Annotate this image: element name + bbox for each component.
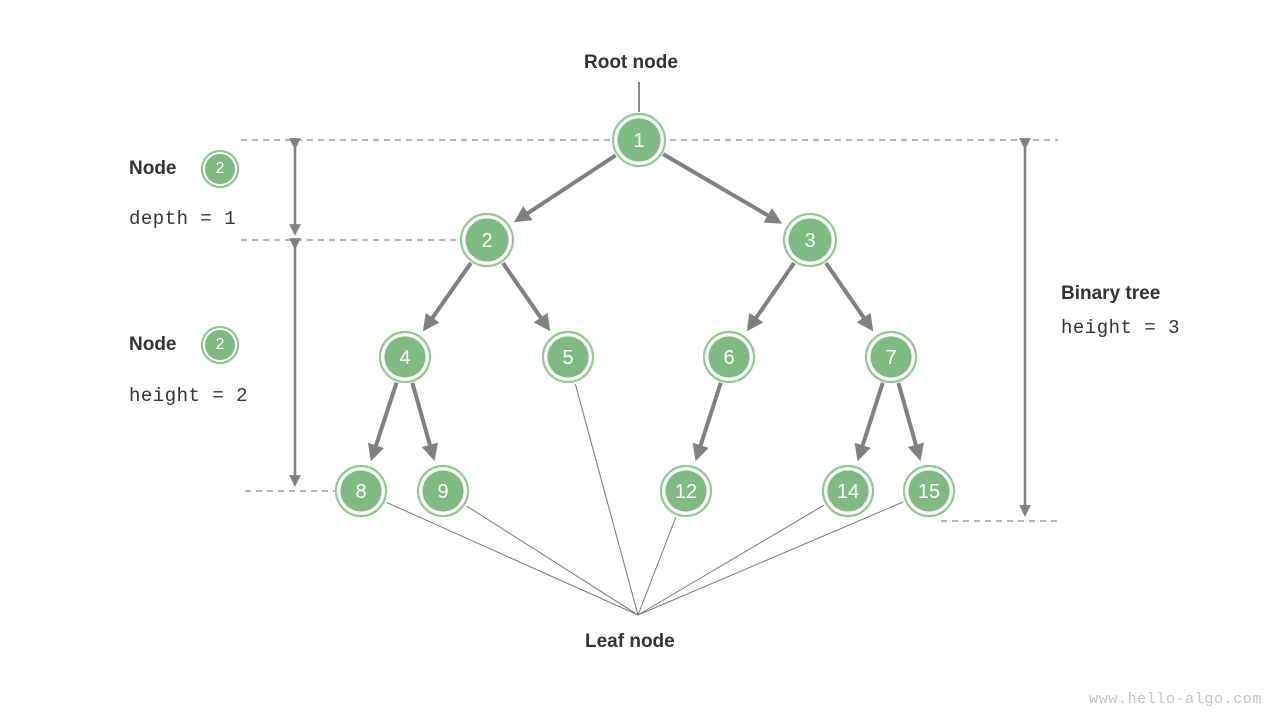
edge-1-to-2 bbox=[513, 153, 617, 223]
edge-7-to-14 bbox=[854, 382, 885, 462]
node-value-3: 3 bbox=[804, 230, 815, 252]
node-depth-label: Node bbox=[129, 158, 177, 179]
node-value-1: 1 bbox=[633, 130, 644, 152]
edge-2-to-4 bbox=[422, 261, 473, 332]
leaf-line-12 bbox=[637, 516, 677, 616]
tree-node-5[interactable]: 5 bbox=[541, 330, 595, 384]
node-fill-2 bbox=[465, 218, 509, 262]
node-fill-12 bbox=[665, 470, 707, 512]
node-value-4: 4 bbox=[399, 347, 410, 369]
tree-node-15[interactable]: 15 bbox=[902, 464, 956, 518]
edge-7-to-15 bbox=[896, 382, 924, 461]
leaf-node-label: Leaf node bbox=[585, 631, 675, 652]
root-node-label: Root node bbox=[584, 52, 678, 73]
node-depth-detail: depth = 1 bbox=[129, 208, 237, 230]
node-value-5: 5 bbox=[562, 347, 573, 369]
node-value-12: 12 bbox=[675, 481, 697, 503]
node-depth-chip: 2 bbox=[203, 152, 237, 186]
leaf-line-15 bbox=[637, 501, 904, 616]
leaf-line-9 bbox=[466, 505, 639, 616]
edge-4-to-8 bbox=[367, 382, 399, 462]
node-value-8: 8 bbox=[355, 481, 366, 503]
node-fill-4 bbox=[384, 336, 426, 378]
edge-3-to-6 bbox=[746, 261, 796, 332]
leaf-line-5 bbox=[574, 383, 639, 616]
node-fill-14 bbox=[827, 470, 869, 512]
node-height-chip: 2 bbox=[203, 328, 237, 362]
leaf-line-14 bbox=[637, 504, 825, 616]
tree-node-7[interactable]: 7 bbox=[864, 330, 918, 384]
node-value-2: 2 bbox=[481, 230, 492, 252]
tree-node-1[interactable]: 1 bbox=[611, 112, 667, 168]
node-value-6: 6 bbox=[723, 347, 734, 369]
tree-height-label: Binary tree bbox=[1061, 283, 1161, 304]
tree-node-3[interactable]: 3 bbox=[782, 212, 838, 268]
edge-6-to-12 bbox=[692, 382, 723, 462]
node-fill-1 bbox=[617, 118, 661, 162]
tree-node-2[interactable]: 2 bbox=[459, 212, 515, 268]
guide-dashed-lines bbox=[241, 139, 1058, 522]
tree-height-detail: height = 3 bbox=[1061, 317, 1181, 339]
tree-node-4[interactable]: 4 bbox=[378, 330, 432, 384]
leaf-convergence-lines bbox=[386, 383, 904, 616]
node-height-detail: height = 2 bbox=[129, 385, 249, 407]
tree-node-6[interactable]: 6 bbox=[702, 330, 756, 384]
node-value-7: 7 bbox=[885, 347, 896, 369]
tree-node-14[interactable]: 14 bbox=[821, 464, 875, 518]
node-fill-9 bbox=[422, 470, 464, 512]
edge-2-to-5 bbox=[501, 261, 551, 332]
dimension-arrows bbox=[289, 138, 1031, 517]
leaf-line-8 bbox=[386, 501, 639, 616]
node-fill-6 bbox=[708, 336, 750, 378]
node-fill-7 bbox=[870, 336, 912, 378]
node-value-9: 9 bbox=[437, 481, 448, 503]
tree-node-12[interactable]: 12 bbox=[659, 464, 713, 518]
edge-1-to-3 bbox=[662, 152, 783, 224]
watermark: www.hello-algo.com bbox=[1089, 691, 1262, 708]
node-fill-8 bbox=[340, 470, 382, 512]
tree-node-8[interactable]: 8 bbox=[334, 464, 388, 518]
edge-3-to-7 bbox=[824, 261, 874, 332]
node-fill-3 bbox=[788, 218, 832, 262]
node-fill-15 bbox=[908, 470, 950, 512]
node-height-label: Node bbox=[129, 334, 177, 355]
edge-4-to-9 bbox=[410, 382, 438, 461]
node-fill-5 bbox=[547, 336, 589, 378]
node-value-14: 14 bbox=[837, 481, 859, 503]
node-value-15: 15 bbox=[918, 481, 940, 503]
tree-node-9[interactable]: 9 bbox=[416, 464, 470, 518]
tree-edges bbox=[367, 152, 924, 462]
